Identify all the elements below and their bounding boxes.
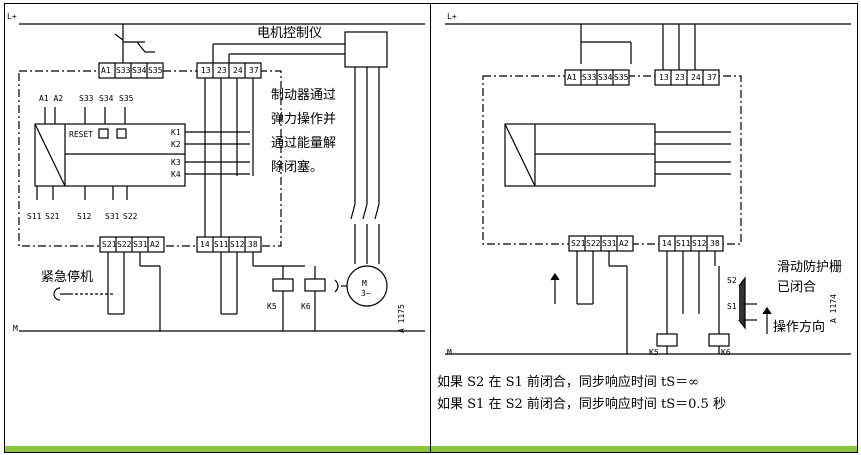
left-bin-term-s22: S22 xyxy=(123,212,138,221)
motor-label: M xyxy=(362,279,367,288)
right-bot-term-s31: S31 xyxy=(602,239,617,248)
s1-label: S1 xyxy=(727,302,737,311)
left-bout-term-38: 38 xyxy=(248,240,258,249)
left-out-term-23: 23 xyxy=(217,66,227,75)
left-bot-term-s21: S21 xyxy=(102,240,117,249)
reset-label: RESET xyxy=(69,130,94,139)
brake-note-line-4: 除闭塞。 xyxy=(271,160,324,175)
left-top-term-a1: A1 xyxy=(101,66,111,75)
brake-note-line-2: 弹力操作并 xyxy=(271,112,337,127)
direction-label: 操作方向 xyxy=(773,320,826,335)
right-out-term-37: 37 xyxy=(707,73,717,82)
right-bout-term-s11: S11 xyxy=(676,239,691,248)
left-bot-term-a2: A2 xyxy=(150,240,160,249)
estop-label: 紧急停机 xyxy=(41,270,94,285)
right-out-term-13: 13 xyxy=(659,73,669,82)
left-k5-label: K5 xyxy=(267,302,277,311)
left-bout-term-s12: S12 xyxy=(230,240,245,249)
right-k5-label: K5 xyxy=(649,348,659,357)
left-k2-label: K2 xyxy=(171,140,181,149)
left-top-term-s35: S35 xyxy=(148,66,163,75)
right-top-term-s34: S34 xyxy=(598,73,613,82)
left-in-term-a1a2: A1 A2 xyxy=(39,94,64,103)
note-line-1: 如果 S2 在 S1 前闭合，同步响应时间 tS＝∞ xyxy=(437,375,699,390)
left-in-term-s35: S35 xyxy=(119,94,134,103)
guard-line-2: 已闭合 xyxy=(777,280,817,295)
note-line-2: 如果 S1 在 S2 前闭合，同步响应时间 tS＝0.5 秒 xyxy=(437,397,726,412)
left-figure-id: A 1175 xyxy=(396,304,406,333)
right-bot-term-s21: S21 xyxy=(571,239,586,248)
right-rail-bottom-label: M xyxy=(447,348,452,357)
right-top-term-s35: S35 xyxy=(614,73,629,82)
left-green-row-bar xyxy=(5,446,430,452)
left-k1-label: K1 xyxy=(171,128,181,137)
left-circuit-diagram xyxy=(18,23,425,332)
left-in-term-s34: S34 xyxy=(99,94,114,103)
left-top-term-s33: S33 xyxy=(116,66,131,75)
left-rail-top-label: L+ xyxy=(7,12,17,21)
left-out-term-24: 24 xyxy=(233,66,243,75)
s2-label: S2 xyxy=(727,276,737,285)
right-circuit-diagram xyxy=(445,23,851,355)
brake-note-line-1: 制动器通过 xyxy=(271,88,337,103)
right-bout-term-14: 14 xyxy=(662,239,672,248)
left-k3-label: K3 xyxy=(171,158,181,167)
left-bin-term-s12: S12 xyxy=(77,212,92,221)
right-figure-id: A 1174 xyxy=(828,294,838,323)
right-top-term-s33: S33 xyxy=(582,73,597,82)
right-bout-term-s12: S12 xyxy=(692,239,707,248)
left-out-term-13: 13 xyxy=(201,66,211,75)
left-k6-label: K6 xyxy=(301,302,311,311)
brake-note-line-3: 通过能量解 xyxy=(271,136,337,151)
left-bot-term-s31: S31 xyxy=(133,240,148,249)
guard-line-1: 滑动防护栅 xyxy=(777,260,843,275)
right-out-term-23: 23 xyxy=(675,73,685,82)
right-rail-top-label: L+ xyxy=(447,12,457,21)
motor-sub-label: 3~ xyxy=(361,289,371,298)
right-bot-term-s22: S22 xyxy=(586,239,601,248)
left-in-term-s33: S33 xyxy=(79,94,94,103)
controller-label: 电机控制仪 xyxy=(257,26,323,41)
left-bin-term-s11: S11 xyxy=(27,212,42,221)
left-k4-label: K4 xyxy=(171,170,181,179)
left-rail-bottom-label: M xyxy=(13,324,18,333)
right-diagram-cell: L+ M 滑动防护栅 已闭合 操作方向 A 1174 S1 S2 K5 K6 A… xyxy=(430,3,858,453)
right-green-row-bar xyxy=(431,446,857,452)
left-bin-term-s31: S31 xyxy=(105,212,120,221)
left-bin-term-s21: S21 xyxy=(45,212,60,221)
left-out-term-37: 37 xyxy=(249,66,259,75)
right-top-term-a1: A1 xyxy=(567,73,577,82)
left-top-term-s34: S34 xyxy=(132,66,147,75)
right-k6-label: K6 xyxy=(721,348,731,357)
left-bout-term-14: 14 xyxy=(200,240,210,249)
left-bout-term-s11: S11 xyxy=(214,240,229,249)
sync-response-notes: 如果 S2 在 S1 前闭合，同步响应时间 tS＝∞ 如果 S1 在 S2 前闭… xyxy=(437,372,726,416)
left-diagram-cell: L+ M 电机控制仪 制动器通过 弹力操作并 通过能量解 除闭塞。 紧急停机 M… xyxy=(4,3,431,453)
right-bot-term-a2: A2 xyxy=(619,239,629,248)
right-bout-term-38: 38 xyxy=(710,239,720,248)
left-bot-term-s22: S22 xyxy=(117,240,132,249)
right-out-term-24: 24 xyxy=(691,73,701,82)
